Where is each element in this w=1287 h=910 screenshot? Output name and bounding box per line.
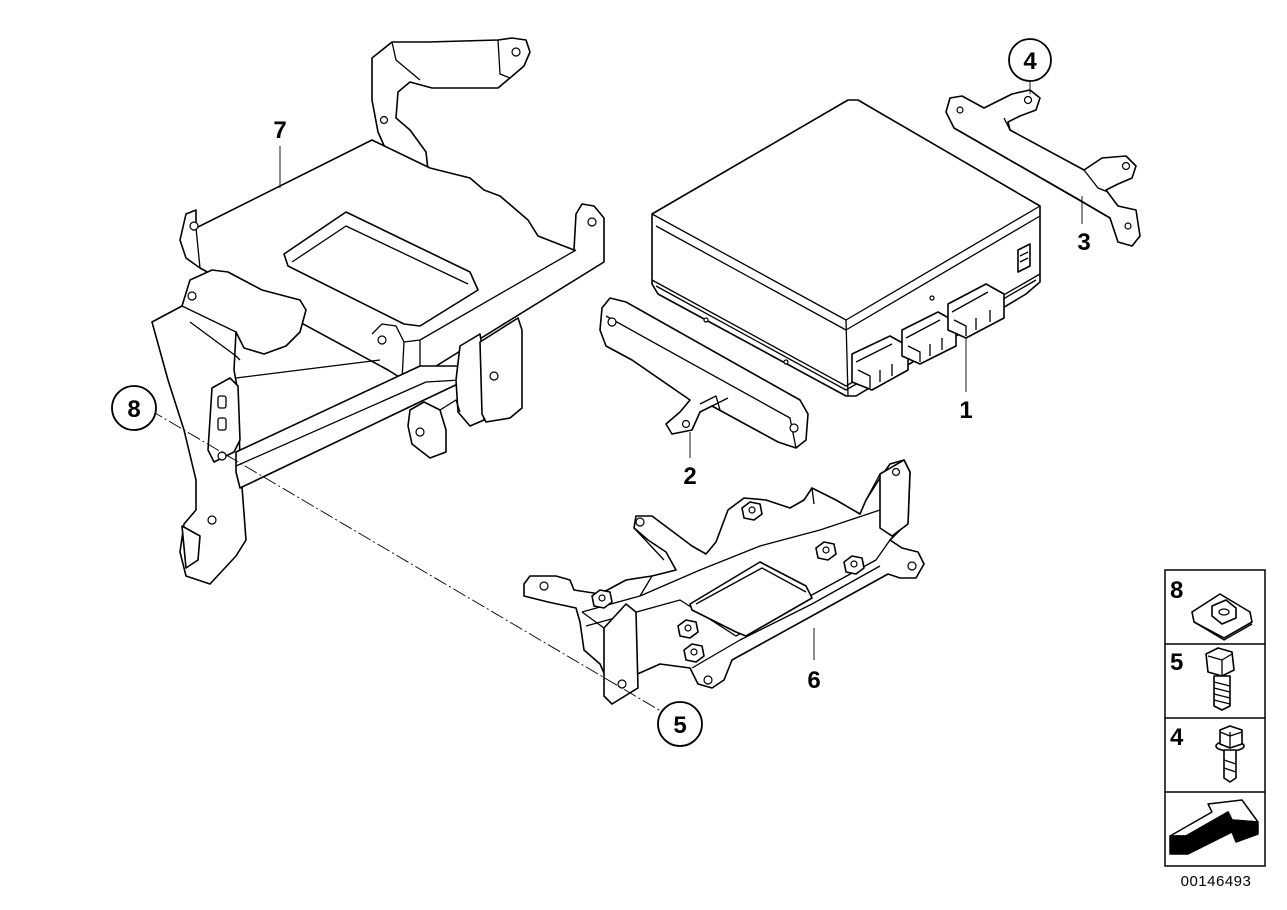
callout-8: 8 [111, 385, 157, 431]
svg-text:2: 2 [683, 463, 696, 490]
hex-bolt-icon [1205, 647, 1235, 711]
svg-text:4: 4 [1170, 724, 1184, 751]
direction-arrow-icon [1169, 799, 1259, 855]
svg-text:8: 8 [1170, 577, 1183, 604]
svg-text:7: 7 [273, 117, 286, 144]
part-1-control-unit [651, 99, 1041, 397]
svg-text:3: 3 [1077, 229, 1090, 256]
flange-bolt-icon [1215, 725, 1245, 783]
part-2-bracket [599, 297, 809, 458]
callout-5: 5 [657, 701, 703, 747]
captive-nuts [591, 501, 865, 663]
legend-row-arrow [1169, 799, 1259, 855]
svg-text:6: 6 [807, 667, 820, 694]
svg-text:4: 4 [1023, 48, 1037, 75]
svg-text:1: 1 [959, 397, 972, 424]
callout-2: 2 [683, 463, 696, 490]
legend-panel: 8 5 4 [1164, 569, 1266, 867]
svg-text:5: 5 [1170, 649, 1183, 676]
legend-row-8: 8 [1170, 577, 1253, 641]
part-6-base-plate [523, 459, 925, 705]
svg-text:8: 8 [127, 396, 140, 423]
part-3-strap-bracket [945, 89, 1141, 247]
callout-7: 7 [273, 117, 286, 144]
clip-nut-icon [1191, 593, 1253, 641]
reference-number: 00146493 [1181, 873, 1252, 890]
callout-1: 1 [959, 397, 972, 424]
part-7-mounting-bracket [151, 37, 605, 585]
alignment-dash-line [149, 409, 677, 721]
svg-text:5: 5 [673, 712, 686, 739]
callout-3: 3 [1077, 229, 1090, 256]
callout-6: 6 [807, 667, 820, 694]
callout-4: 4 [1008, 38, 1052, 82]
legend-row-5: 5 [1170, 647, 1235, 711]
legend-row-4: 4 [1170, 724, 1245, 783]
